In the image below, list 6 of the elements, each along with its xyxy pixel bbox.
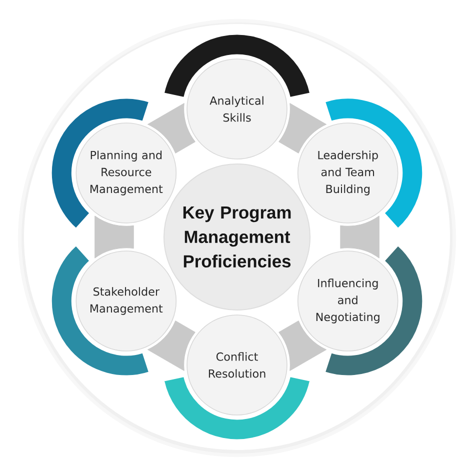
connector-link [278, 103, 327, 154]
connector-link [340, 216, 380, 258]
connector-link [278, 320, 327, 371]
connector-link [147, 320, 196, 371]
connector-link [147, 103, 196, 154]
connector-link [94, 216, 134, 258]
